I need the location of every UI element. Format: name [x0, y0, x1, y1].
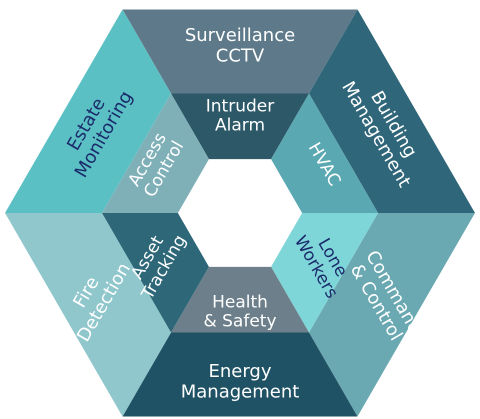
inner-label-line: & Safety [203, 312, 276, 332]
outer-segment-upper-right [309, 9, 475, 213]
inner-label-line: Alarm [215, 116, 265, 136]
outer-segment-lower-left [5, 213, 171, 417]
inner-ring [102, 93, 378, 333]
outer-ring [5, 9, 475, 417]
outer-segment-top [122, 9, 358, 94]
inner-segment-bottom [171, 266, 309, 333]
inner-segment-upper-left [102, 93, 209, 213]
inner-segment-lower-right [271, 213, 378, 333]
inner-label-bottom: Health& Safety [203, 292, 276, 331]
outer-label-line: Management [181, 381, 300, 402]
inner-segment-top [171, 93, 309, 160]
inner-label-line: Health [212, 292, 268, 312]
outer-label-line: Energy [208, 361, 271, 382]
inner-segment-upper-right [271, 93, 378, 213]
outer-segment-lower-right [309, 213, 475, 417]
outer-segment-bottom [122, 332, 358, 417]
outer-label-line: Surveillance [185, 25, 295, 46]
outer-label-line: CCTV [216, 45, 265, 66]
inner-label-line: Intruder [206, 96, 274, 116]
inner-segment-lower-left [102, 213, 209, 333]
outer-segment-upper-left [5, 9, 171, 213]
center-hexagon [178, 159, 302, 267]
